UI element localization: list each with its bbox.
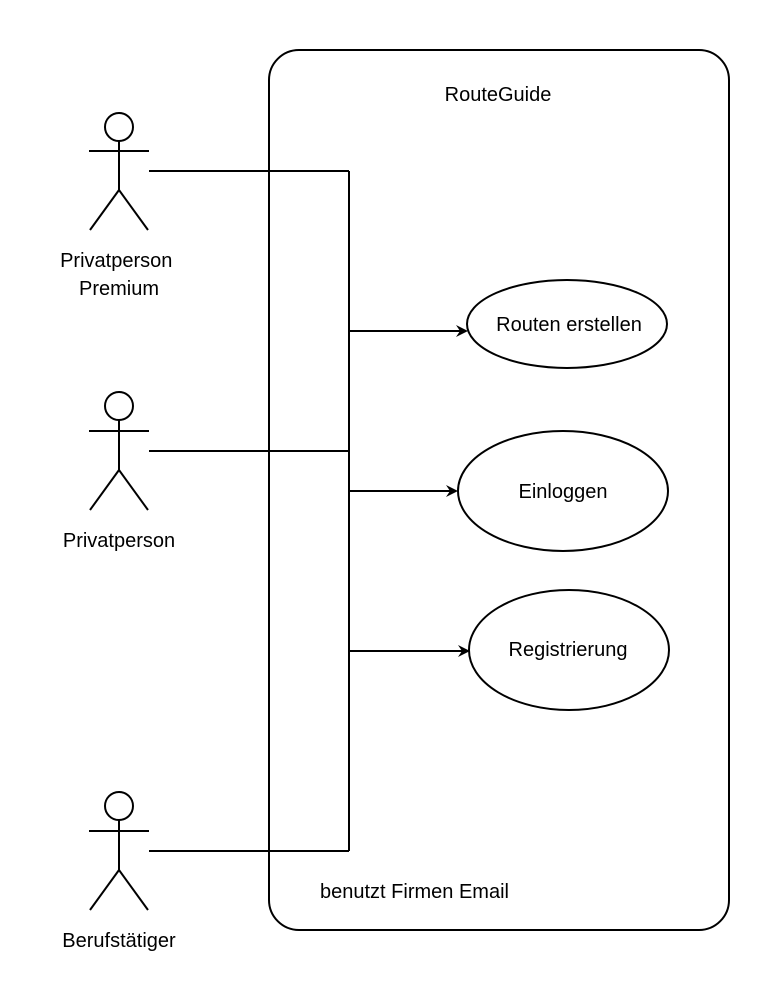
system-boundary: RouteGuide benutzt Firmen Email [268, 49, 730, 931]
use-case-label: Einloggen [519, 481, 608, 503]
stick-figure-icon [89, 112, 149, 231]
use-case-routen-erstellen: Routen erstellen [466, 279, 668, 369]
stick-figure-icon [89, 391, 149, 511]
stick-figure-icon [89, 791, 149, 911]
actor-berufstaetiger: Berufstätiger [62, 791, 176, 952]
connectors [149, 170, 470, 852]
system-note: benutzt Firmen Email [320, 881, 509, 903]
use-case-label: Routen erstellen [496, 314, 642, 336]
actor-privatperson: Privatperson [63, 391, 175, 552]
use-case-registrierung: Registrierung [468, 589, 670, 711]
actor-label: Privatperson [63, 530, 175, 552]
actor-label: Berufstätiger [62, 930, 176, 952]
system-title: RouteGuide [445, 84, 552, 106]
actor-privatperson-premium: Privatperson Premium [60, 112, 178, 300]
use-case-einloggen: Einloggen [457, 430, 669, 552]
actor-label: Privatperson Premium [60, 250, 178, 300]
use-case-label: Registrierung [509, 639, 628, 661]
